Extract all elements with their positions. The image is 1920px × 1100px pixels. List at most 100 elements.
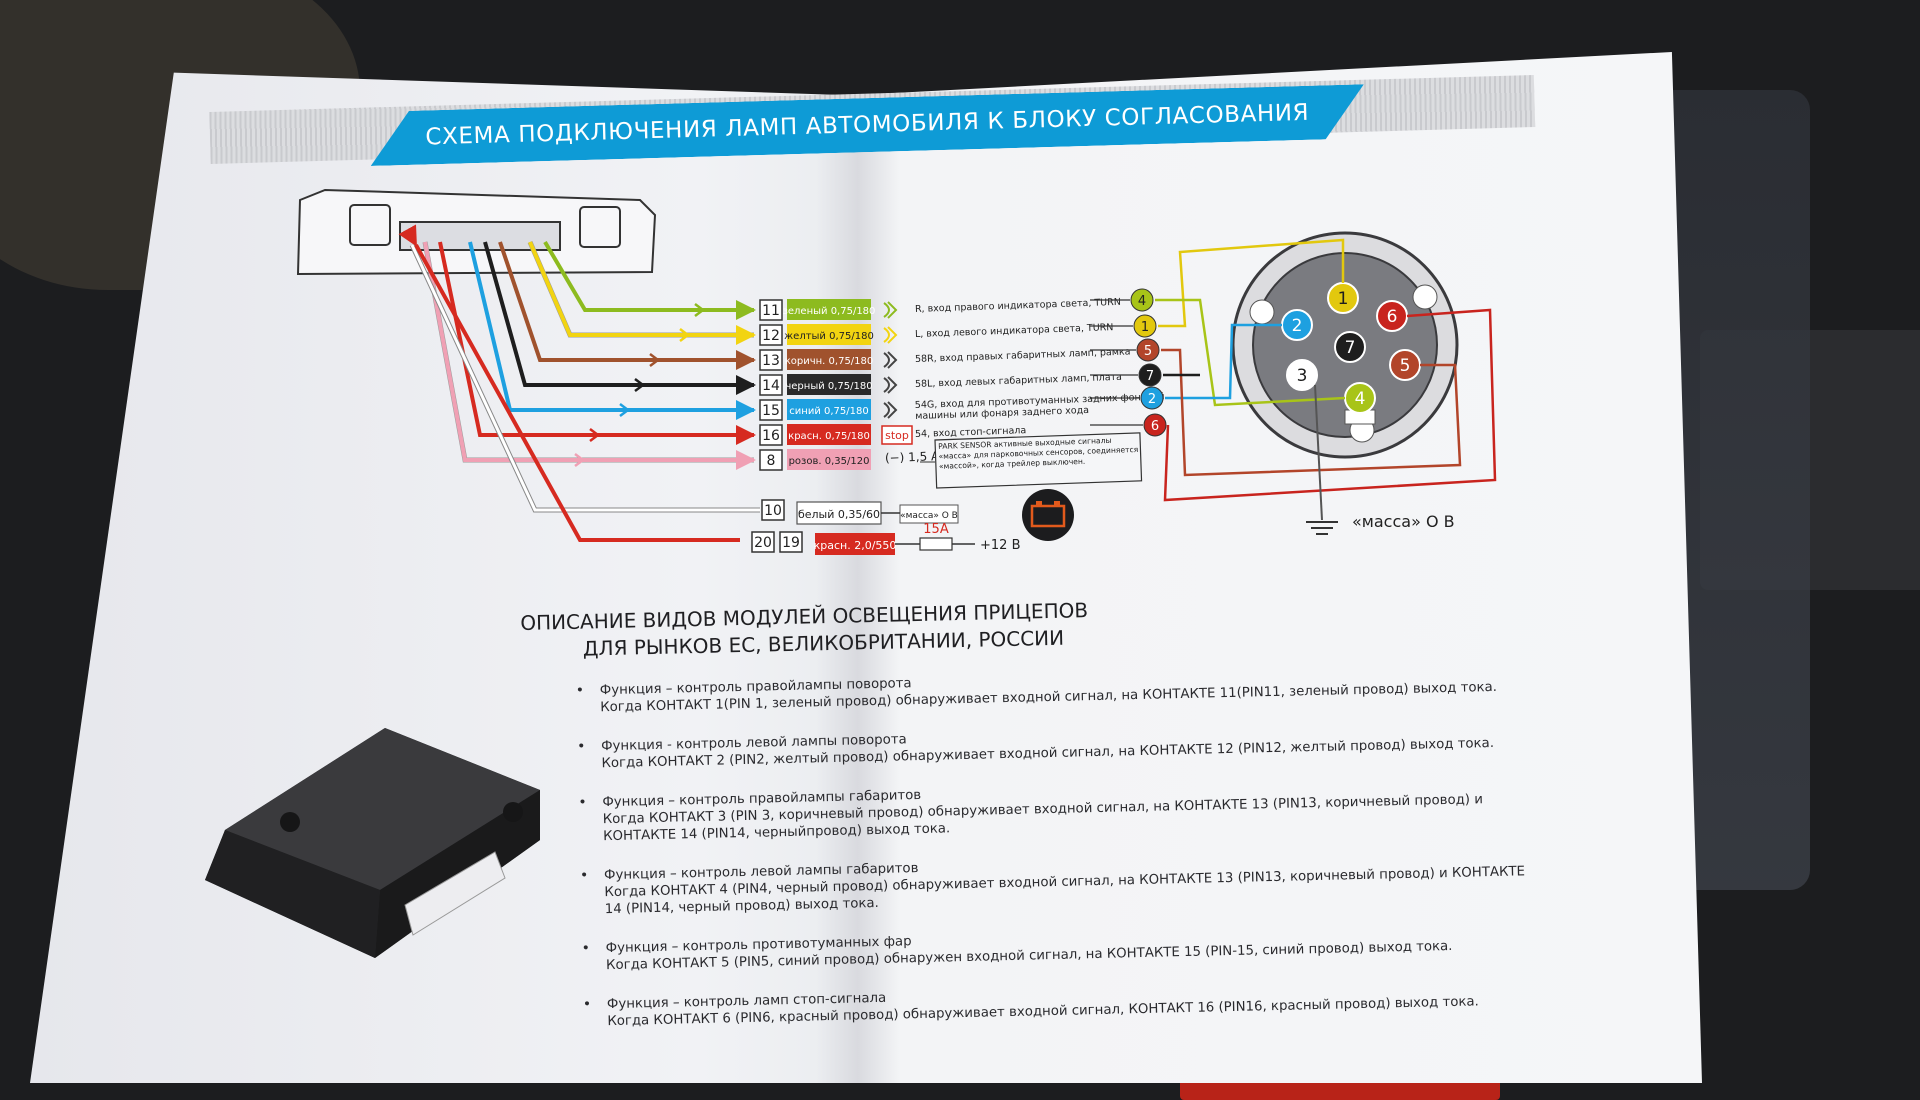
socket-pin-marker [1130,288,1154,312]
description-list: Функция – контроль правойлампы поворотаК… [522,661,1530,1032]
pin-box [759,349,783,371]
pin-box [759,449,783,471]
wire-13 [498,241,756,370]
wire-8 [423,241,756,470]
socket-wire [1161,348,1462,477]
wire-function: 54G, вход для противотуманных задних фон… [915,391,1165,422]
socket-pin-number: 5 [1144,344,1152,359]
fog-lamp-icon [883,401,898,419]
wire-direction-icon [574,453,586,467]
wire-label: синий 0,75/180 [789,406,868,417]
pin-10-box [761,499,785,521]
socket-contact-number: 2 [1292,316,1303,336]
wire-function: 58R, вход правых габаритных ламп, рамка [915,346,1131,365]
wire-label: розов. 0,35/120 [789,456,870,467]
socket-pin-number: 2 [1148,392,1156,407]
wire-label-box [787,449,871,470]
wire-label-box [787,324,871,345]
wire-direction-icon [649,353,661,367]
wire-direction-icon [679,328,691,342]
lamp-icon [883,351,898,369]
wire-14 [483,241,756,395]
socket-wire-layer [1155,238,1497,502]
description-item: Функция – контроль левой лампы габаритов… [604,846,1527,918]
pin-number: 15 [762,403,780,419]
power-wire-group: 20 19 красн. 2,0/550 15A +12 В [398,224,1021,555]
supply-voltage: +12 В [980,538,1021,553]
arrow-icon [883,326,898,344]
wire-label: зеленый 0,75/180 [783,306,876,317]
fuse-rating: 15A [923,522,949,537]
trailer-socket: 1 2 3 4 5 6 7 [1231,231,1459,459]
pin-number: 11 [762,303,780,319]
socket-contact-number: 3 [1297,366,1308,386]
socket-pin-number: 4 [1138,294,1146,309]
wire-11 [543,240,756,320]
socket-pin-marker [1138,363,1162,387]
socket-pin-marker [1143,413,1167,437]
socket-wire [1158,238,1345,328]
white-ground-label: «масса» О В [900,511,958,521]
pin-number: 14 [762,378,780,394]
wire-label-box [787,424,871,445]
socket-pin-number: 1 [1141,320,1149,335]
pin-box [759,424,783,446]
stop-text: stop [885,429,909,442]
wire-label: черный 0,75/180 [785,381,872,392]
wire-16 [438,241,756,445]
white-wire-group: 10 белый 0,35/60 «масса» О В [409,243,959,525]
description-item: Функция – контроль правойлампы габаритов… [602,773,1525,845]
pin-box [759,324,783,346]
description-item: Функция – контроль правойлампы поворотаК… [600,661,1523,716]
stop-icon [881,425,913,445]
wire-layer [422,240,756,470]
lamp-icon [883,376,898,394]
pin-19-number: 19 [782,535,800,551]
socket-wire [1163,308,1497,502]
socket-contact-number: 5 [1400,356,1411,376]
pin-box [759,299,783,321]
wire-label: коричн. 0,75/180 [785,356,874,367]
description-section: ОПИСАНИЕ ВИДОВ МОДУЛЕЙ ОСВЕЩЕНИЯ ПРИЦЕПО… [520,587,1530,1054]
ground-label-box [899,504,959,524]
socket-ground-label: «масса» О В [1352,512,1455,531]
module-connector [404,851,506,936]
battery-icon [1022,489,1074,541]
wire-function: 54, вход стоп-сигнала [915,425,1027,440]
socket-wire [1165,323,1282,400]
wire-direction-icon [694,303,706,317]
pin-box [759,399,783,421]
socket-contact-number: 7 [1345,338,1356,358]
socket-wire [1155,298,1346,407]
wire-12 [528,241,756,345]
wire-label: желтый 0,75/180 [784,331,874,342]
wire-function: L, вход левого индикатора света, TURN [915,322,1114,340]
park-sensor-text: PARK SENSOR активные выходные сигналы «м… [938,435,1139,471]
white-wire-label: белый 0,35/60 [798,508,880,521]
wire-label-box [787,399,871,420]
park-sensor-note: PARK SENSOR активные выходные сигналы «м… [920,432,1143,489]
pin-10-number: 10 [764,503,782,519]
description-item: Функция – контроль противотуманных фарКо… [606,919,1529,974]
pin-number: 8 [767,453,776,469]
socket-contact-number: 4 [1355,389,1366,409]
wire-direction-icon [589,428,601,442]
socket-contact-number: 1 [1338,289,1349,309]
pin-number: 13 [762,353,780,369]
socket-contact-number: 6 [1387,307,1398,327]
wire-label: красн. 0,75/180 [788,431,870,442]
wire-direction-icon [619,403,631,417]
wire-label-box [787,349,871,370]
power-wire-label: красн. 2,0/550 [814,539,897,552]
module-illustration [205,728,540,958]
power-wire-label-box [815,533,895,555]
pin-number: 12 [762,328,780,344]
arrow-icon [883,301,898,319]
pin-box [759,374,783,396]
socket-pin-marker [1133,314,1157,338]
socket-contact [1334,331,1366,363]
wire-label-box [787,374,871,395]
socket-pin-number: 6 [1151,419,1159,434]
pin-20-number: 20 [754,535,772,551]
